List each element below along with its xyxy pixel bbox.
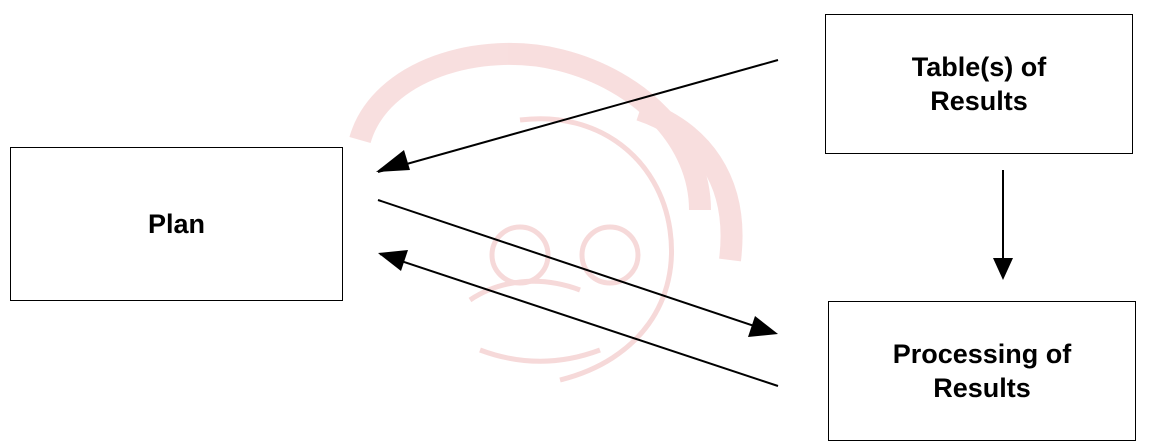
- arrow-plan-to-processing: [378, 200, 775, 333]
- arrowhead-processing-to-plan: [378, 250, 408, 271]
- arrow-tables-to-plan: [378, 60, 778, 172]
- arrowhead-tables-to-processing: [993, 258, 1013, 280]
- plan-label: Plan: [148, 207, 205, 241]
- processing-of-results-label: Processing of Results: [893, 337, 1072, 405]
- tables-of-results-box: Table(s) of Results: [825, 14, 1133, 154]
- arrowhead-tables-to-plan: [376, 150, 410, 172]
- arrow-processing-to-plan: [380, 254, 778, 386]
- plan-box: Plan: [10, 147, 343, 301]
- tables-of-results-label: Table(s) of Results: [912, 50, 1047, 118]
- processing-of-results-box: Processing of Results: [828, 301, 1136, 441]
- arrowhead-plan-to-processing: [748, 316, 778, 337]
